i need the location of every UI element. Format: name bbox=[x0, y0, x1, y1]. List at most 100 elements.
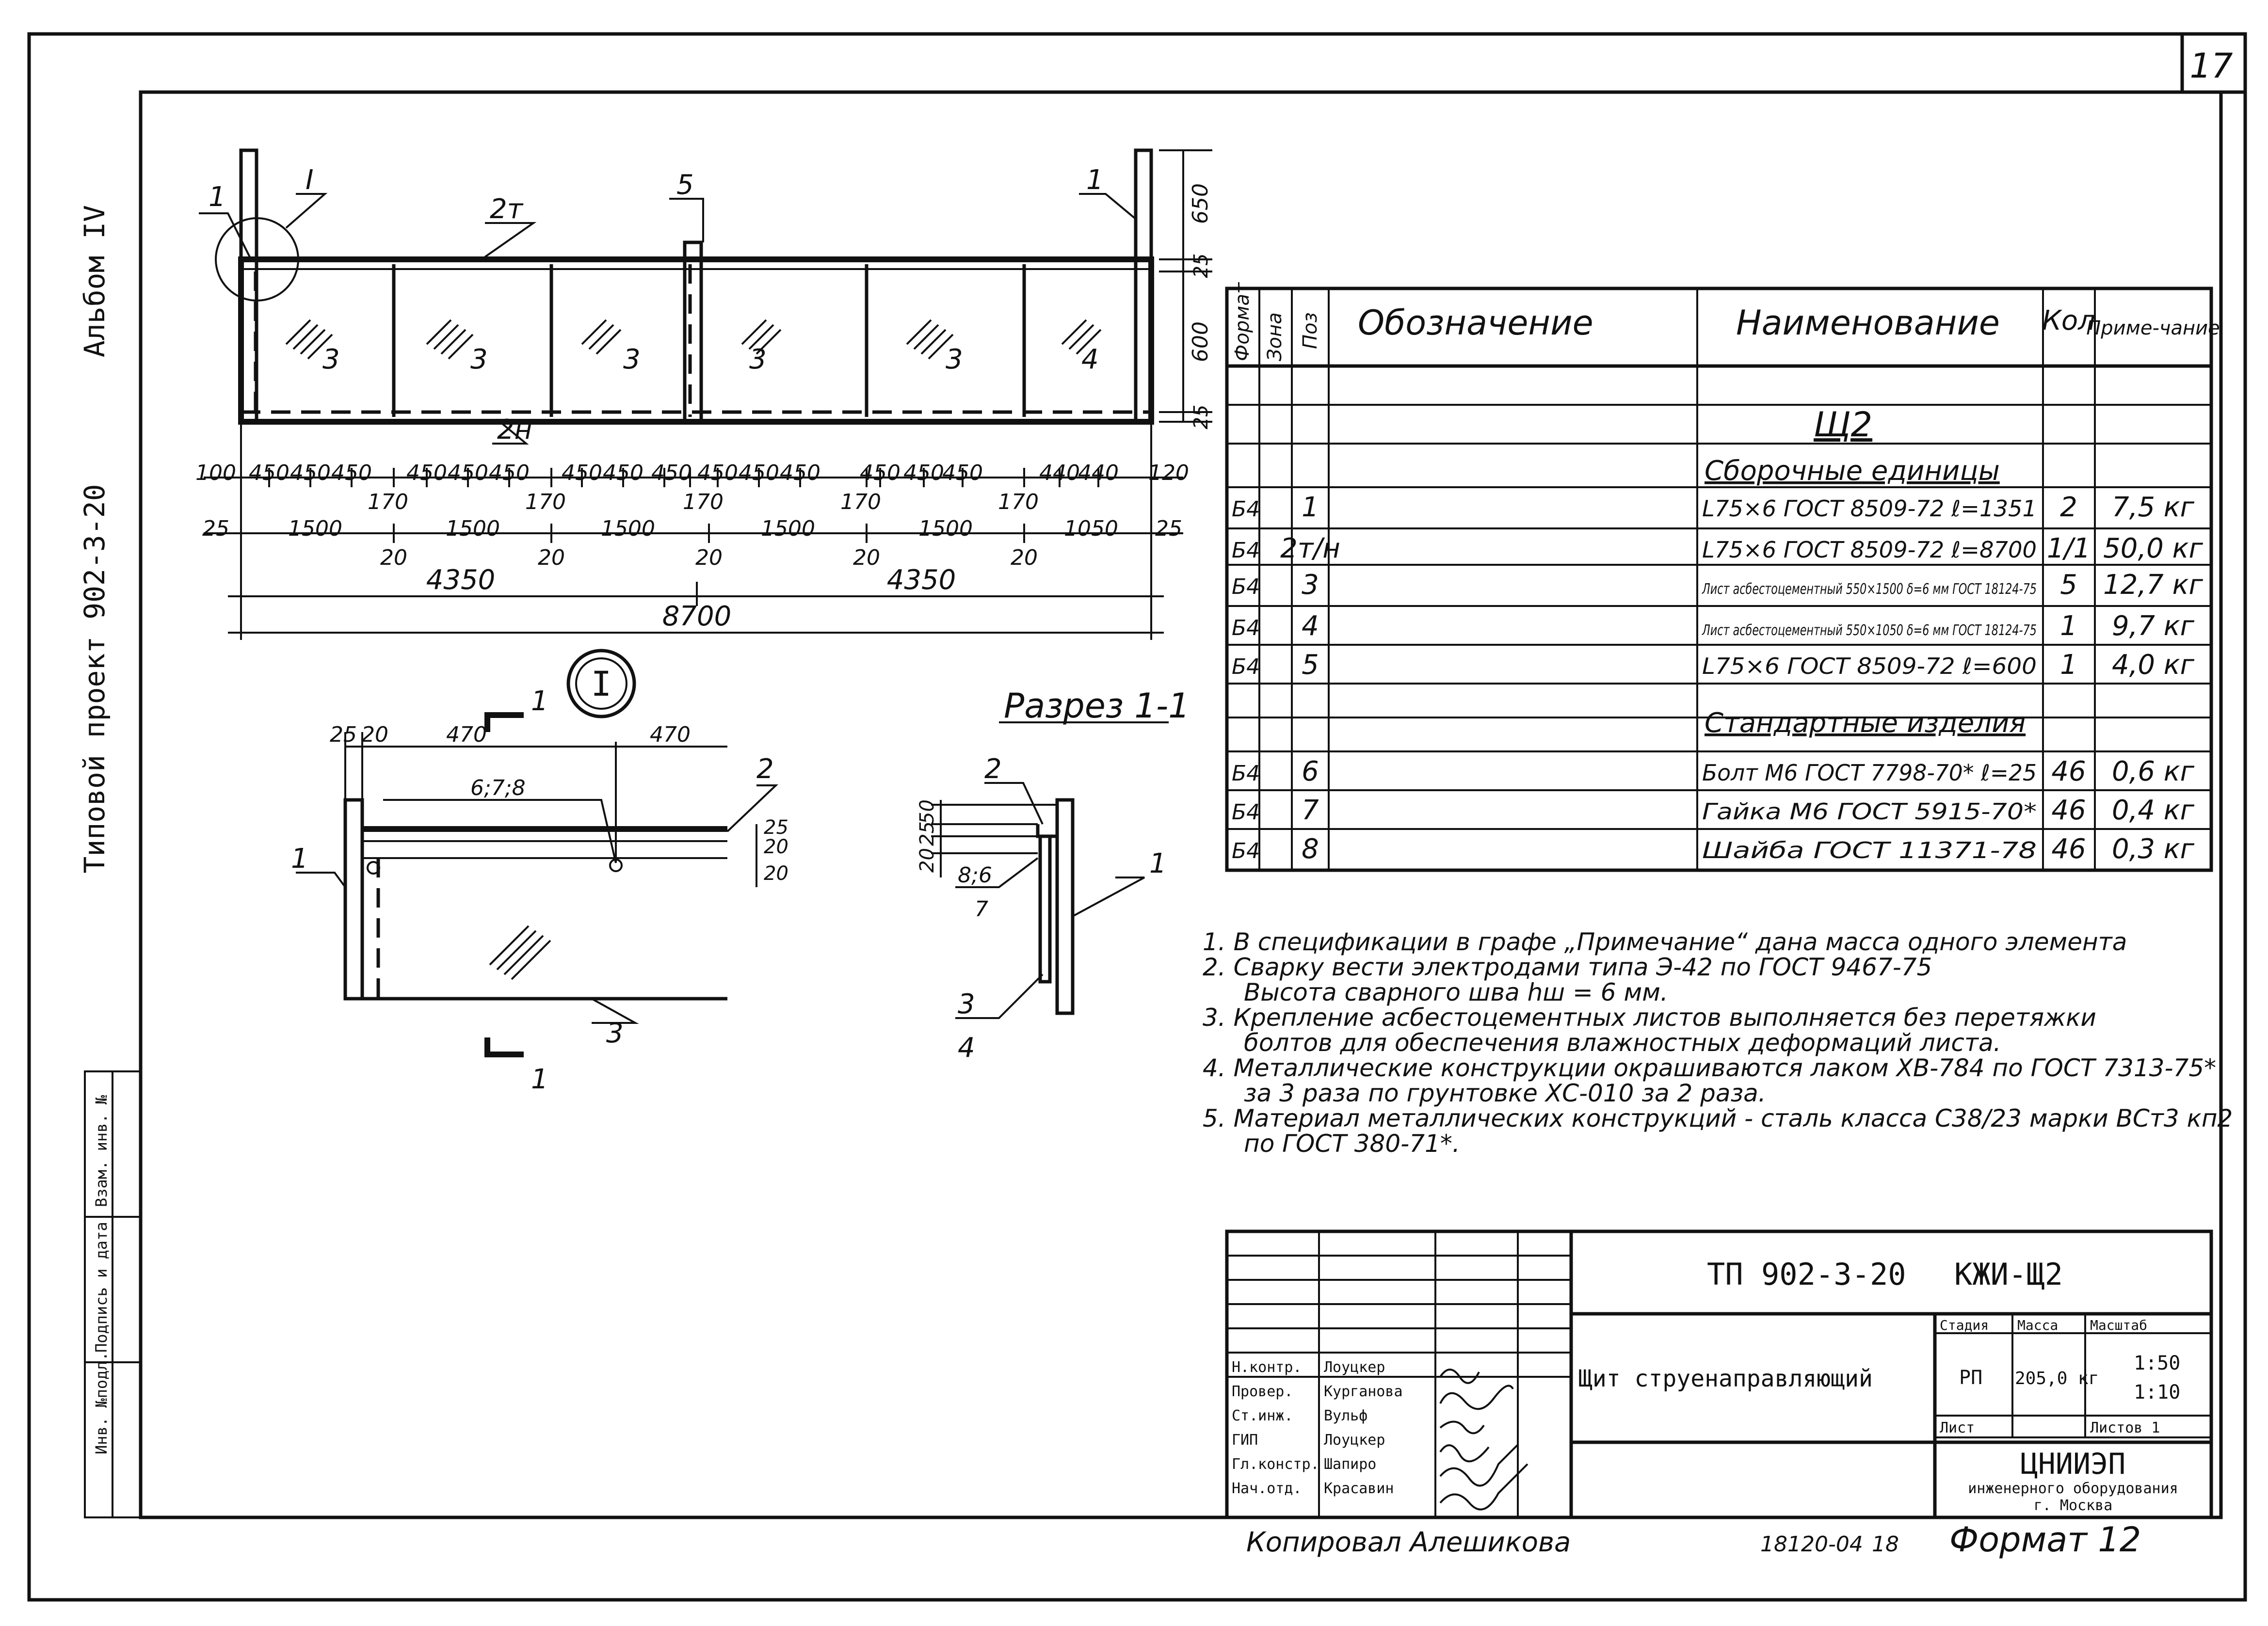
note-line: 1. В спецификации в графе „Примечание“ д… bbox=[1203, 928, 2127, 956]
elevation-callout-5: 5 bbox=[676, 169, 694, 201]
spec-cell-qty: 2 bbox=[2060, 492, 2077, 523]
dim-gap: 170 bbox=[840, 490, 881, 514]
detail-I-dim: 25 bbox=[330, 722, 357, 747]
panel-mark: 3 bbox=[322, 344, 340, 375]
dim-gap: 170 bbox=[368, 490, 408, 514]
elevation-callout-I: I bbox=[306, 164, 314, 196]
dim-row2: 1500 bbox=[918, 516, 973, 541]
tb-stage: РП bbox=[1959, 1367, 1982, 1389]
footer-copied: Копировал Алешикова bbox=[1246, 1527, 1571, 1558]
detail-I-dim: 470 bbox=[650, 722, 691, 747]
detail-I-callout-3: 3 bbox=[606, 1018, 624, 1049]
tb-name: Лоуцкер bbox=[1324, 1432, 1385, 1449]
spec-cell-pos: 8 bbox=[1302, 833, 1319, 865]
tb-name: Красавин bbox=[1324, 1480, 1394, 1497]
tb-name: Лоуцкер bbox=[1324, 1359, 1385, 1376]
tb-project-code: ТП 902-3-20 bbox=[1707, 1257, 1906, 1292]
tb-drawing-code: КЖИ-Щ2 bbox=[1954, 1257, 2063, 1292]
spec-header-note: Приме-чание bbox=[2086, 317, 2220, 339]
spec-cell-note: 0,6 кг bbox=[2112, 756, 2195, 787]
note-line: 5. Материал металлических конструкций - … bbox=[1203, 1104, 2233, 1132]
spec-cell-name: Шайба ГОСТ 11371-78 bbox=[1702, 837, 2037, 863]
section-callout-1: 1 bbox=[1149, 848, 1167, 879]
detail-I-dim: 470 bbox=[446, 722, 487, 747]
panel-mark: 3 bbox=[470, 344, 488, 375]
spec-cell-note: 7,5 кг bbox=[2112, 492, 2195, 523]
section-callout-7: 7 bbox=[975, 897, 988, 922]
dim-gap-row2: 20 bbox=[695, 545, 723, 570]
right-dim: 25 bbox=[1190, 254, 1212, 278]
elevation-callout-1: 1 bbox=[209, 181, 226, 213]
tb-name: Курганова bbox=[1324, 1383, 1403, 1400]
spec-cell-qty: 1 bbox=[2060, 610, 2077, 642]
dim-row1: 450 bbox=[651, 461, 692, 485]
dim-gap-row2: 20 bbox=[1011, 545, 1038, 570]
notes: 1. В спецификации в графе „Примечание“ д… bbox=[1203, 928, 2233, 1158]
spec-cell-format: Б4 bbox=[1232, 761, 1260, 786]
spec-cell-format: Б4 bbox=[1232, 800, 1260, 825]
panel-mark: 3 bbox=[946, 344, 963, 375]
spec-cell-qty: 1 bbox=[2060, 649, 2077, 681]
spec-cell-name: Лист асбестоцементный 550×1500 δ=6 мм ГО… bbox=[1702, 581, 2037, 598]
dim-row2: 25 bbox=[202, 516, 229, 541]
right-dim: 650 bbox=[1188, 183, 1213, 224]
signatures bbox=[1439, 1369, 1528, 1511]
elevation-dim-lines bbox=[204, 422, 1183, 640]
tb-name: Шапиро bbox=[1324, 1456, 1376, 1473]
spec-sub-standard: Стандартные изделия bbox=[1705, 707, 2026, 739]
dim-row2: 1050 bbox=[1064, 516, 1118, 541]
elevation-callout-2n: 2н bbox=[497, 414, 532, 446]
spec-cell-qty: 46 bbox=[2051, 756, 2086, 787]
tb-role: Ст.инж. bbox=[1232, 1407, 1293, 1424]
spec-cell-note: 12,7 кг bbox=[2103, 569, 2203, 601]
section-callout-8-6: 8;6 bbox=[958, 863, 992, 888]
spec-cell-format: Б4 bbox=[1232, 574, 1260, 599]
dim-row1: 120 bbox=[1148, 461, 1189, 485]
spec-cell-note: 4,0 кг bbox=[2112, 649, 2195, 681]
spec-cell-name: L75×6 ГОСТ 8509-72 ℓ=8700 bbox=[1702, 537, 2037, 563]
dim-gap: 170 bbox=[525, 490, 566, 514]
detail-I-side-dim: 25 bbox=[764, 816, 788, 839]
spec-cell-name: Лист асбестоцементный 550×1050 δ=6 мм ГО… bbox=[1702, 622, 2037, 639]
note-line: 2. Сварку вести электродами типа Э-42 по… bbox=[1203, 953, 1932, 981]
section-dim: 20 bbox=[916, 848, 938, 873]
detail-I-callout-2: 2 bbox=[756, 753, 774, 785]
sheet-number: 17 bbox=[2189, 46, 2233, 86]
right-dim: 25 bbox=[1190, 405, 1212, 430]
elevation-callout-1-right: 1 bbox=[1086, 164, 1104, 196]
note-line: по ГОСТ 380-71*. bbox=[1244, 1130, 1460, 1158]
spec-cell-qty: 46 bbox=[2051, 795, 2086, 826]
spec-cell-qty: 5 bbox=[2060, 569, 2077, 601]
detail-I-side-dim: 20 bbox=[764, 862, 788, 885]
tb-mass-label: Масса bbox=[2017, 1317, 2058, 1333]
section-marker-bottom: 1 bbox=[531, 1064, 548, 1095]
spec-cell-note: 0,4 кг bbox=[2112, 795, 2195, 826]
detail-I-dim: 20 bbox=[361, 722, 388, 747]
spec-cell-qty: 46 bbox=[2051, 833, 2086, 865]
section-callout-2: 2 bbox=[984, 753, 1002, 785]
section-marker-top: 1 bbox=[531, 685, 548, 717]
section-callout-4: 4 bbox=[958, 1032, 975, 1064]
elevation-callout-2t: 2т bbox=[490, 193, 524, 225]
spec-cell-qty: 1/1 bbox=[2047, 533, 2091, 564]
tb-scale-label: Масштаб bbox=[2090, 1317, 2147, 1333]
tb-scale1: 1:50 bbox=[2134, 1352, 2180, 1374]
tb-scale2: 1:10 bbox=[2134, 1381, 2180, 1403]
section-1-1 bbox=[931, 721, 1169, 1019]
spec-table bbox=[1225, 287, 2213, 872]
footer-order: 18120-04 bbox=[1760, 1532, 1863, 1557]
note-line: 4. Металлические конструкции окрашиваютс… bbox=[1203, 1054, 2216, 1082]
tb-sheets-label: Листов 1 bbox=[2090, 1419, 2160, 1436]
spec-header-name: Наименование bbox=[1736, 303, 2000, 343]
margin-stamp: Инв. №подл. Подпись и дата Взам. инв. № bbox=[84, 1070, 142, 1518]
note-line: 3. Крепление асбестоцементных листов вып… bbox=[1203, 1004, 2096, 1032]
spec-cell-pos: 7 bbox=[1302, 795, 1319, 826]
dim-gap: 170 bbox=[998, 490, 1039, 514]
project-label: Типовой проект 902-3-20 bbox=[78, 484, 111, 873]
panel-mark: 3 bbox=[623, 344, 641, 375]
note-line: за 3 раза по грунтовке ХС-010 за 2 раза. bbox=[1244, 1079, 1766, 1107]
spec-cell-name: L75×6 ГОСТ 8509-72 ℓ=1351 bbox=[1702, 495, 2037, 522]
spec-header-qty: Кол bbox=[2042, 305, 2095, 336]
weld-label: 6;7;8 bbox=[470, 776, 526, 800]
